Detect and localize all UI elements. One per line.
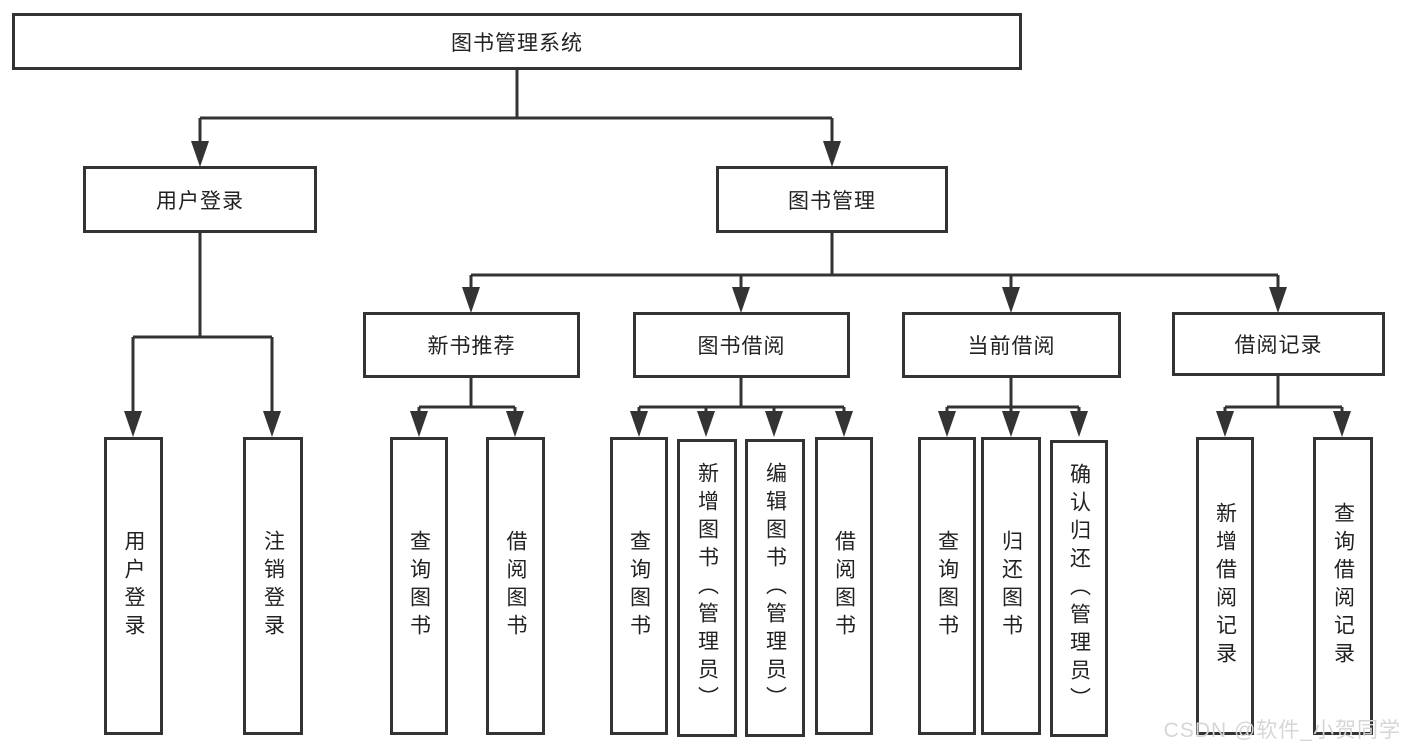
tree-edges [131, 70, 1344, 414]
node-label: 新书推荐 [427, 335, 516, 358]
node-label: 确认归还（管理员） [1067, 462, 1091, 715]
node-label: 当前借阅 [967, 335, 1056, 358]
node-borrowing-records: 借阅记录 [1172, 312, 1385, 376]
leaf-return-books: 归还图书 [981, 437, 1041, 735]
leaf-borrow-books-1: 借阅图书 [486, 437, 545, 735]
leaf-query-books-1: 查询图书 [390, 437, 448, 735]
leaf-add-borrow-record: 新增借阅记录 [1196, 437, 1254, 735]
node-label: 新增图书（管理员） [695, 462, 719, 714]
node-label: 查询图书 [627, 530, 651, 642]
watermark: CSDN @软件_小贺同学 [1163, 719, 1401, 742]
node-user-login: 用户登录 [83, 166, 317, 233]
node-label: 用户登录 [156, 189, 244, 213]
leaf-edit-book-admin: 编辑图书（管理员） [745, 439, 805, 737]
node-label: 归还图书 [999, 530, 1023, 642]
leaf-user-login: 用户登录 [104, 437, 163, 735]
node-new-book-recommendation: 新书推荐 [363, 312, 580, 378]
leaf-query-books-3: 查询图书 [918, 437, 976, 735]
node-label: 编辑图书（管理员） [763, 462, 787, 714]
node-label: 查询图书 [407, 530, 431, 642]
node-label: 用户登录 [122, 530, 145, 642]
node-label: 图书管理系统 [451, 31, 583, 55]
node-book-borrowing: 图书借阅 [633, 312, 850, 378]
node-label: 借阅图书 [504, 530, 527, 642]
node-label: 借阅图书 [832, 530, 856, 642]
node-label: 图书管理 [788, 189, 876, 213]
node-label: 查询图书 [935, 530, 959, 642]
node-root: 图书管理系统 [12, 13, 1022, 70]
node-label: 查询借阅记录 [1331, 502, 1355, 670]
leaf-confirm-return-admin: 确认归还（管理员） [1050, 440, 1108, 737]
node-label: 图书借阅 [697, 335, 786, 358]
arrowheads [124, 141, 1351, 437]
node-current-borrowing: 当前借阅 [902, 312, 1121, 378]
leaf-query-borrow-record: 查询借阅记录 [1313, 437, 1373, 735]
leaf-add-book-admin: 新增图书（管理员） [677, 439, 737, 737]
leaf-logout-login: 注销登录 [243, 437, 303, 735]
leaf-borrow-books-2: 借阅图书 [815, 437, 873, 735]
leaf-query-books-2: 查询图书 [610, 437, 668, 735]
node-book-management: 图书管理 [716, 166, 948, 233]
node-label: 借阅记录 [1234, 334, 1323, 357]
node-label: 新增借阅记录 [1213, 502, 1237, 670]
node-label: 注销登录 [261, 530, 285, 642]
